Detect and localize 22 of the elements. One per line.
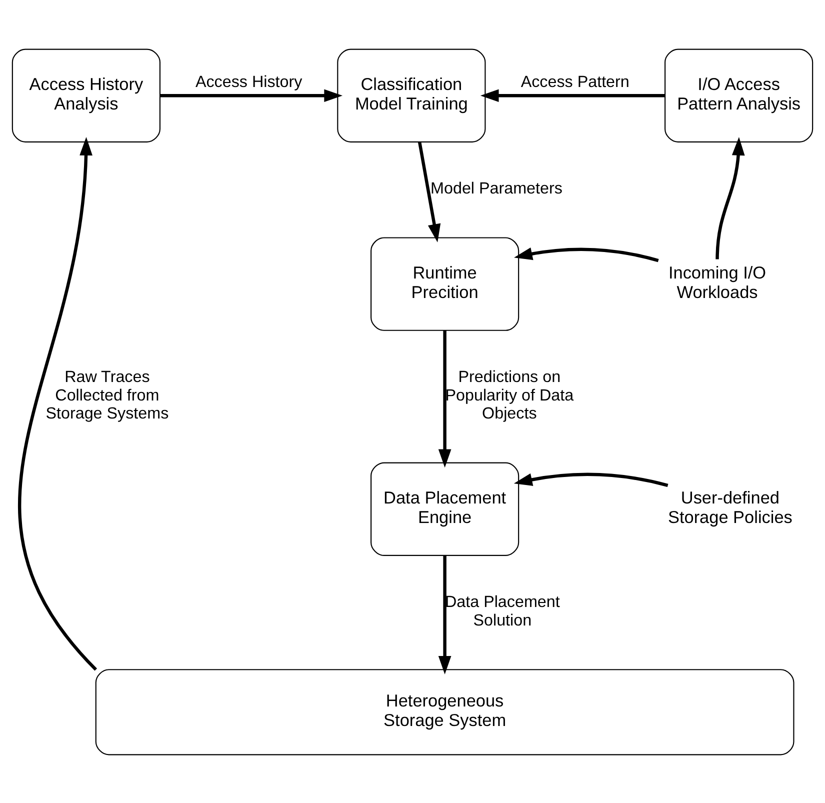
edge-label: Predictions on Popularity of Data Objects xyxy=(445,368,574,422)
node-box: Data Placement Engine xyxy=(370,462,520,556)
arrow xyxy=(716,136,745,259)
edge-label: Access History xyxy=(195,72,302,90)
arrow xyxy=(18,136,98,670)
arrow xyxy=(438,555,452,674)
node-text: Incoming I/O Workloads xyxy=(668,262,766,302)
arrow xyxy=(514,247,659,262)
edge-label: Access Pattern xyxy=(520,72,630,90)
arrow xyxy=(480,88,665,102)
node-text: User-defined Storage Policies xyxy=(668,487,792,526)
edge-label: Raw Traces Collected from Storage Systems xyxy=(46,368,169,422)
arrow xyxy=(418,141,441,242)
node-box: Access History Analysis xyxy=(12,48,160,142)
node-box: I/O Access Pattern Analysis xyxy=(664,48,814,142)
edge-label: Model Parameters xyxy=(430,179,562,198)
arrow xyxy=(160,88,343,102)
arrow xyxy=(438,330,452,468)
arrow xyxy=(514,472,668,486)
node-box: Classification Model Training xyxy=(337,48,486,142)
node-box: Runtime Precition xyxy=(370,236,520,330)
node-box: Heterogeneous Storage System xyxy=(95,668,794,755)
